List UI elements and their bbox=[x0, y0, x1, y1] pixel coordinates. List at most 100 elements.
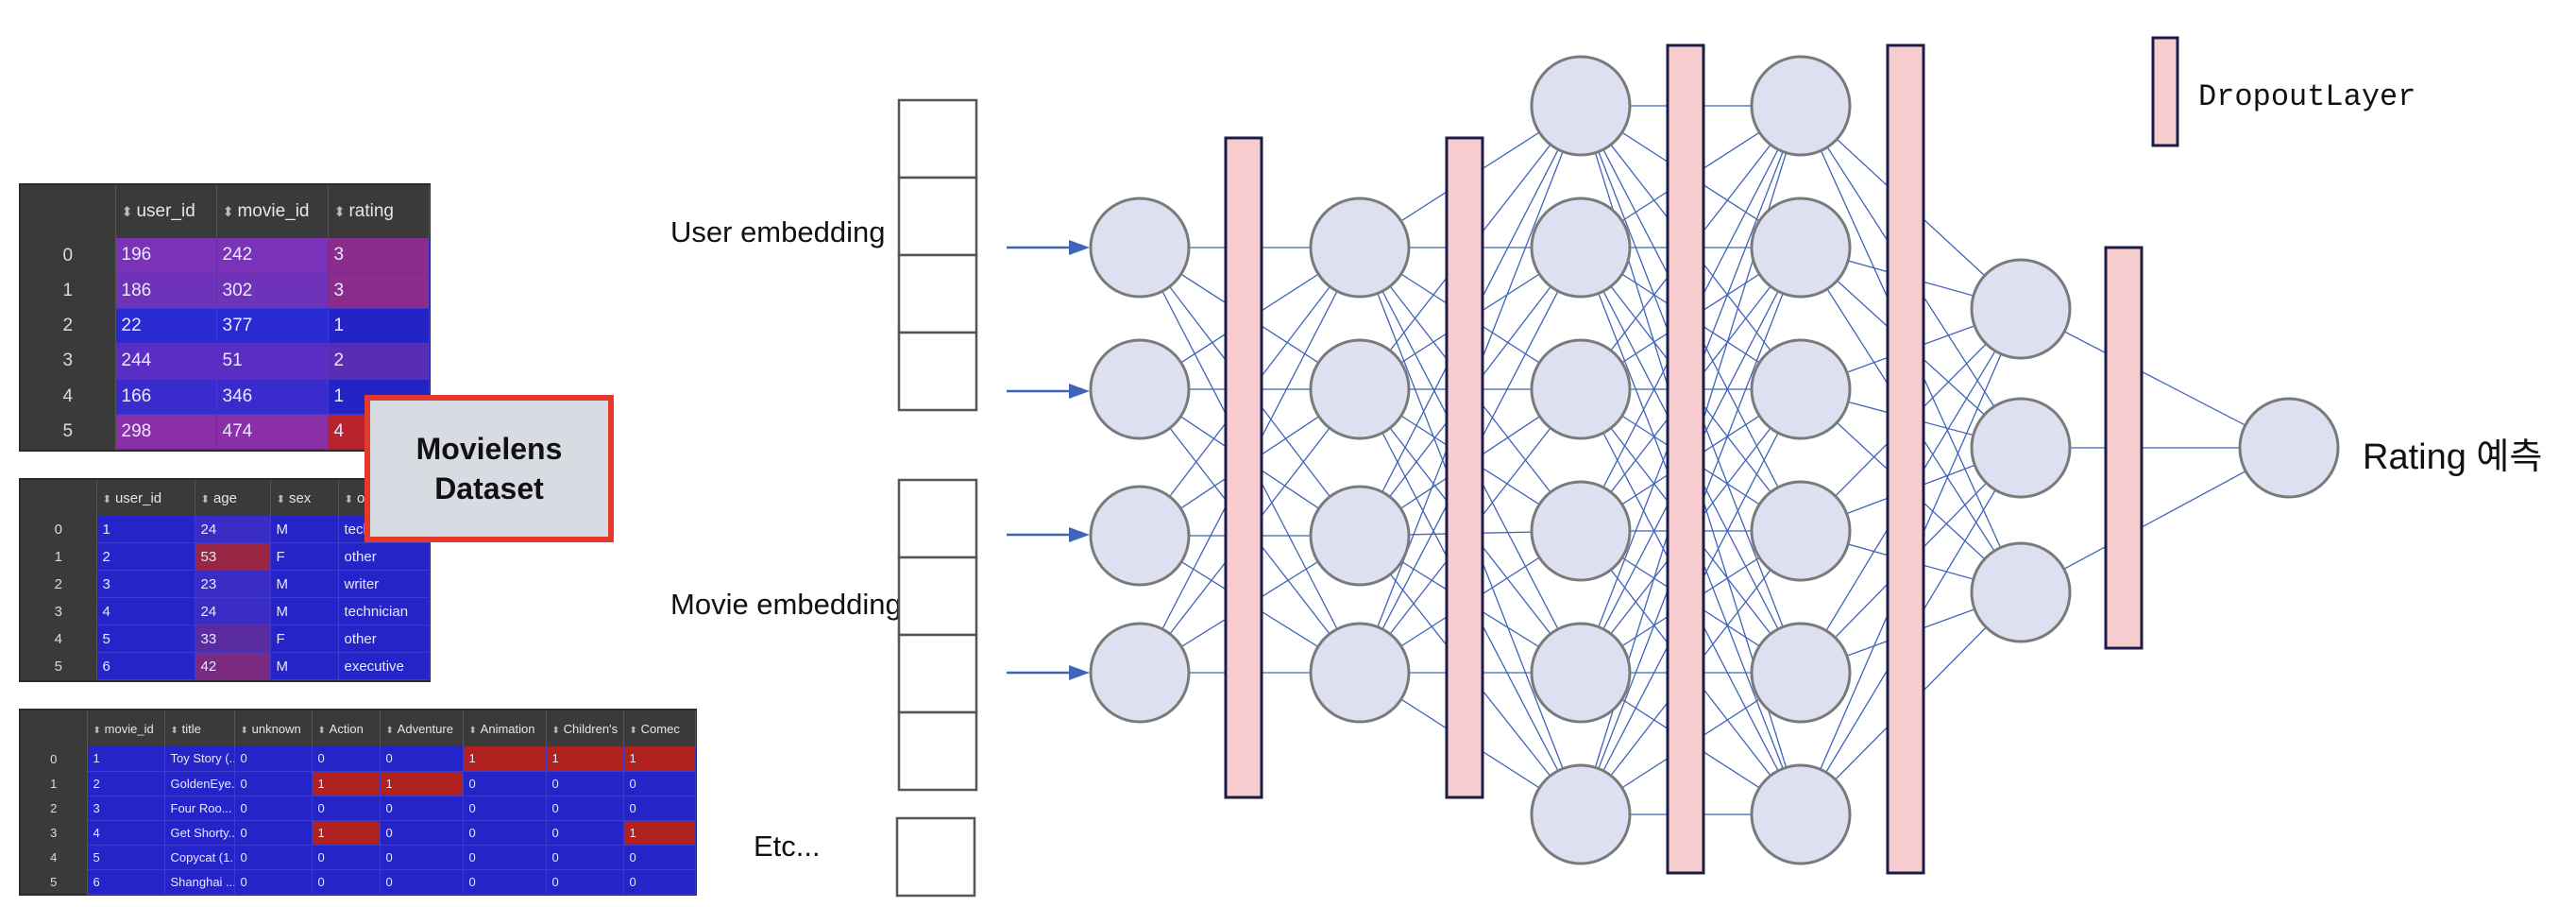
table-cell: Four Roo... bbox=[164, 796, 235, 821]
dropout-layer bbox=[1886, 43, 1925, 875]
table-cell: 186 bbox=[115, 273, 217, 310]
table-cell: Shanghai ... bbox=[164, 869, 235, 895]
table-cell: 24 bbox=[195, 516, 271, 544]
table-cell: 0 bbox=[380, 746, 464, 772]
neuron bbox=[1089, 622, 1191, 724]
neuron bbox=[1089, 197, 1191, 299]
index-header bbox=[21, 185, 116, 238]
column-header[interactable]: ⬍user_id bbox=[115, 185, 217, 238]
table-cell: 377 bbox=[216, 308, 329, 345]
table-cell: F bbox=[270, 542, 339, 572]
column-header[interactable]: ⬍Comec bbox=[623, 710, 696, 746]
row-index: 3 bbox=[21, 343, 116, 379]
column-header[interactable]: ⬍rating bbox=[328, 185, 430, 238]
row-index: 5 bbox=[21, 414, 116, 450]
table-cell: 244 bbox=[115, 343, 217, 380]
table-cell: 0 bbox=[623, 771, 696, 796]
table-header-row: ⬍user_id ⬍movie_id ⬍rating bbox=[21, 185, 430, 238]
column-header[interactable]: ⬍unknown bbox=[234, 710, 313, 746]
table-cell: 0 bbox=[546, 845, 624, 870]
user-embedding-cell bbox=[897, 253, 978, 334]
row-index: 4 bbox=[21, 625, 97, 653]
column-header[interactable]: ⬍Adventure bbox=[380, 710, 464, 746]
user-embedding-cell bbox=[897, 98, 978, 180]
table-cell: 1 bbox=[623, 820, 696, 846]
legend-dropout-swatch bbox=[2151, 36, 2179, 147]
table-cell: 0 bbox=[312, 869, 381, 895]
arrow-head-icon bbox=[1069, 527, 1090, 542]
column-header[interactable]: ⬍Children's bbox=[546, 710, 624, 746]
row-index: 4 bbox=[21, 379, 116, 415]
column-header[interactable]: ⬍sex bbox=[270, 480, 339, 516]
table-cell: 0 bbox=[623, 796, 696, 821]
dropout-layer bbox=[1224, 136, 1263, 799]
etc-embedding-cell bbox=[895, 816, 976, 898]
user-embedding-label: User embedding bbox=[670, 215, 886, 248]
dataset-callout: Movielens Dataset bbox=[364, 395, 614, 542]
table-cell: 474 bbox=[216, 414, 329, 451]
row-index: 0 bbox=[21, 238, 116, 274]
table-cell: 0 bbox=[463, 820, 547, 846]
table-cell: 0 bbox=[312, 796, 381, 821]
neuron bbox=[1970, 541, 2072, 643]
neuron bbox=[1089, 485, 1191, 587]
column-header[interactable]: ⬍Action bbox=[312, 710, 381, 746]
table-cell: 1 bbox=[380, 771, 464, 796]
table-cell: 0 bbox=[623, 869, 696, 895]
table-cell: 53 bbox=[195, 542, 271, 572]
column-header[interactable]: ⬍movie_id bbox=[87, 710, 165, 746]
row-index: 4 bbox=[21, 845, 88, 869]
table-cell: 0 bbox=[312, 845, 381, 870]
neuron bbox=[1530, 480, 1632, 582]
table-cell: other bbox=[338, 625, 430, 654]
table-cell: 3 bbox=[328, 273, 430, 310]
row-index: 0 bbox=[21, 746, 88, 771]
column-header[interactable]: ⬍age bbox=[195, 480, 271, 516]
table-cell: 1 bbox=[328, 308, 430, 345]
table-cell: 1 bbox=[546, 746, 624, 772]
neuron bbox=[1530, 338, 1632, 440]
row-index: 3 bbox=[21, 597, 97, 625]
column-header[interactable]: ⬍user_id bbox=[96, 480, 195, 516]
movie-embedding-cell bbox=[897, 556, 978, 637]
row-index: 2 bbox=[21, 570, 97, 598]
table-cell: 1 bbox=[312, 771, 381, 796]
table-cell: 1 bbox=[96, 516, 195, 544]
callout-line-2: Dataset bbox=[434, 471, 544, 505]
table-cell: 0 bbox=[546, 869, 624, 895]
movie-embedding-cell bbox=[897, 710, 978, 792]
column-header[interactable]: ⬍title bbox=[164, 710, 235, 746]
table-cell: 166 bbox=[115, 379, 217, 415]
column-header[interactable]: ⬍Animation bbox=[463, 710, 547, 746]
neuron bbox=[1530, 197, 1632, 299]
callout-line-1: Movielens bbox=[415, 432, 563, 466]
neuron bbox=[1309, 622, 1411, 724]
row-index: 1 bbox=[21, 771, 88, 796]
table-cell: 51 bbox=[216, 343, 329, 380]
table-cell: 0 bbox=[380, 845, 464, 870]
table-cell: M bbox=[270, 570, 339, 599]
table-cell: writer bbox=[338, 570, 430, 599]
table-cell: 1 bbox=[312, 820, 381, 846]
table-cell: 0 bbox=[380, 796, 464, 821]
column-header[interactable]: ⬍movie_id bbox=[216, 185, 329, 238]
movie-embedding-cell bbox=[897, 478, 978, 559]
table-cell: 0 bbox=[623, 845, 696, 870]
